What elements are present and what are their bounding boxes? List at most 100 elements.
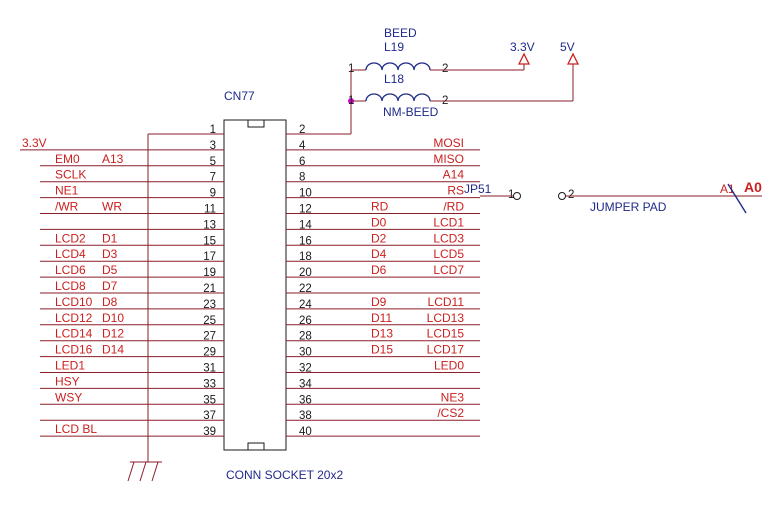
net-label: LCD8 [55, 279, 86, 293]
net-label: D8 [102, 295, 118, 309]
pin-number: 34 [299, 378, 312, 390]
pin-number: 28 [299, 331, 312, 343]
net-label: D11 [371, 311, 392, 325]
inductor-l19: BEED L19 1 2 [348, 26, 525, 75]
net-label: HSY [55, 374, 80, 388]
l19-pin2: 2 [442, 63, 448, 75]
net-label: SCLK [55, 168, 86, 182]
pin-number: 10 [299, 188, 312, 200]
l19-pin1: 1 [348, 63, 354, 75]
pin-number: 23 [203, 299, 216, 311]
power-3v3-label: 3.3V [510, 40, 535, 54]
net-label: LCD BL [55, 422, 97, 436]
no-connect-slash [727, 183, 747, 214]
net-label: LCD4 [55, 247, 86, 261]
net-label: LCD10 [55, 295, 93, 309]
net-label: NE3 [441, 390, 465, 404]
pin2-wiring [286, 70, 354, 135]
power-5v: 5V [560, 40, 580, 65]
pin-number: 14 [299, 219, 312, 231]
jumper-refdes: JP51 [464, 182, 492, 196]
pin-number: 25 [203, 315, 216, 327]
pin-number: 6 [299, 156, 305, 168]
net-label: A13 [102, 152, 124, 166]
net-label: LCD16 [55, 343, 93, 357]
power-5v-label: 5V [560, 40, 575, 54]
connector-pins: 1357911131517192123252729313335373924681… [20, 124, 480, 438]
net-label: LCD6 [55, 263, 86, 277]
ground-symbol-icon [127, 461, 162, 482]
connector-cn77: CN77 CONN SOCKET 20x2 [223, 89, 343, 482]
net-label: LED1 [55, 359, 85, 373]
net-label: LCD11 [428, 295, 465, 309]
pin-number: 3 [210, 140, 216, 152]
net-label: D12 [102, 327, 124, 341]
pin-number: 1 [210, 124, 216, 136]
pin-number: 18 [299, 251, 312, 263]
pin-number: 40 [299, 426, 312, 438]
pin-number: 16 [299, 235, 312, 247]
net-label: LCD14 [55, 327, 93, 341]
pin-number: 7 [210, 172, 216, 184]
pin-number: 37 [203, 410, 216, 422]
pin-number: 19 [203, 267, 216, 279]
jumper-name: JUMPER PAD [590, 200, 667, 214]
pin-number: 24 [299, 299, 312, 311]
net-label: /RD [443, 200, 464, 214]
pin-number: 12 [299, 204, 312, 216]
pin-number: 32 [299, 363, 312, 375]
pin-number: 11 [204, 204, 216, 216]
net-label: NE1 [55, 184, 79, 198]
net-label: D14 [102, 343, 124, 357]
pin-number: 33 [203, 378, 216, 390]
jumper-net-pin: A1 [720, 182, 735, 196]
net-label: D1 [102, 231, 118, 245]
pin-number: 27 [203, 331, 216, 343]
power-arrow-icon [517, 52, 531, 65]
net-label: /WR [55, 200, 79, 214]
net-label: A14 [443, 168, 465, 182]
pin-number: 39 [203, 426, 216, 438]
power-3v3: 3.3V [510, 40, 535, 65]
pin-number: 38 [299, 410, 312, 422]
net-label: LCD2 [55, 231, 86, 245]
l19-type: BEED [384, 26, 417, 40]
net-label: LCD17 [427, 343, 465, 357]
pin-number: 22 [299, 283, 312, 295]
net-label: LCD1 [433, 215, 464, 229]
net-label: LED0 [434, 359, 464, 373]
pin-number: 20 [299, 267, 312, 279]
net-label: D15 [371, 343, 393, 357]
net-label: EM0 [55, 152, 80, 166]
net-label: RS [447, 184, 464, 198]
net-label: D2 [371, 231, 387, 245]
l19-refdes: L19 [384, 40, 404, 54]
ground-wiring [127, 133, 224, 482]
net-label: RD [371, 200, 389, 214]
jumper-jp51: JP51 1 2 JUMPER PAD A1 A0 [464, 179, 762, 214]
net-label: MISO [433, 152, 464, 166]
net-label: 3.3V [22, 136, 47, 150]
connector-body [223, 119, 287, 451]
connector-notch-top [247, 119, 265, 128]
net-label: LCD3 [433, 231, 464, 245]
pin-number: 5 [210, 156, 216, 168]
inductor-l18: L18 NM-BEED 1 2 [348, 64, 574, 119]
power-arrow-icon [566, 52, 580, 65]
pin-number: 2 [299, 124, 305, 136]
net-label: LCD15 [427, 327, 465, 341]
net-label: D13 [371, 327, 393, 341]
jumper-net-name: A0 [744, 179, 762, 195]
pin-number: 17 [203, 251, 216, 263]
net-label: LCD13 [427, 311, 465, 325]
jumper-pin1: 1 [508, 189, 514, 201]
net-label: D10 [102, 311, 124, 325]
jumper-pin2: 2 [568, 189, 574, 201]
pin-number: 31 [203, 363, 216, 375]
net-label: WSY [55, 390, 82, 404]
net-label: D0 [371, 215, 387, 229]
net-label: LCD7 [433, 263, 464, 277]
pin-number: 4 [299, 140, 306, 152]
